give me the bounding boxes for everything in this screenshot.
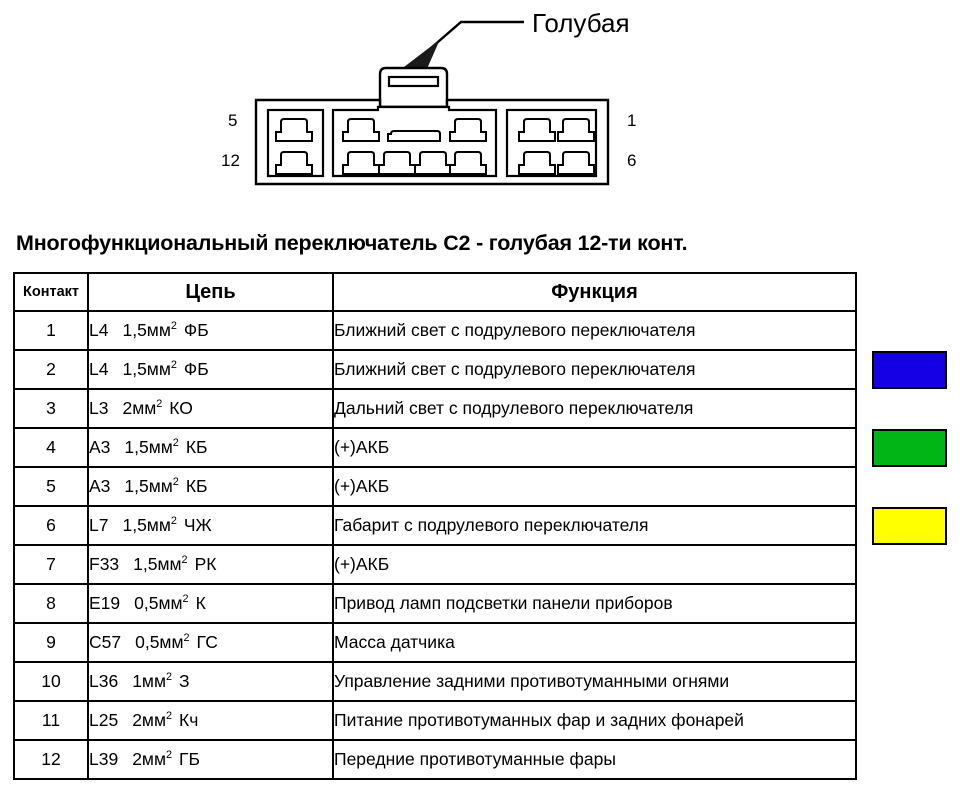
table-header: Контакт Цепь Функция [13,272,857,312]
cell-function: Управление задними противотуманными огня… [332,661,857,702]
color-swatch-yellow [872,507,947,545]
cell-function: Привод ламп подсветки панели приборов [332,583,857,624]
circuit-area-superscript: 2 [172,476,179,489]
circuit-area-superscript: 2 [181,554,188,567]
circuit-area-superscript: 2 [170,359,177,372]
section-title: Многофункциональный переключатель C2 - г… [16,231,688,255]
cell-pin-number: 7 [13,544,89,585]
cell-pin-number: 3 [13,388,89,429]
cell-pin-number: 6 [13,505,89,546]
cell-pin-number: 4 [13,427,89,468]
cell-function: Питание противотуманных фар и задних фон… [332,700,857,741]
circuit-area-superscript: 2 [172,437,179,450]
cavity-group-middle [331,105,498,178]
circuit-area-superscript: 2 [182,593,189,606]
cell-pin-number: 5 [13,466,89,507]
circuit-area-superscript: 2 [183,632,190,645]
cell-pin-number: 1 [13,310,89,351]
connector-pinout-diagram: Голубая 5 12 1 6 [0,0,960,215]
circuit-area-superscript: 2 [166,671,173,684]
connector-drawing-svg [254,20,610,186]
column-header-function: Функция [332,272,857,312]
pin-number-label-bottom-left: 12 [221,151,240,170]
cell-pin-number: 9 [13,622,89,663]
cell-function: (+)АКБ [332,427,857,468]
cell-pin-number: 8 [13,583,89,624]
circuit-area-superscript: 2 [170,515,177,528]
circuit-area-superscript: 2 [166,710,173,723]
cell-function: (+)АКБ [332,544,857,585]
color-swatch-blue [872,351,947,389]
cell-function: Дальний свет с подрулевого переключателя [332,388,857,429]
circuit-area-superscript: 2 [156,398,163,411]
cell-function: Габарит с подрулевого переключателя [332,505,857,546]
cell-function: Ближний свет с подрулевого переключателя [332,349,857,390]
column-header-pin: Контакт [13,272,89,312]
column-header-circuit: Цепь [87,272,334,312]
cell-function: (+)АКБ [332,466,857,507]
connector-color-callout-label: Голубая [532,8,630,38]
cell-function: Передние противотуманные фары [332,739,857,780]
cell-pin-number: 12 [13,739,89,780]
color-swatch-green [872,429,947,467]
cavity-group-right [505,108,598,178]
callout-leader-line [430,20,524,49]
connector-latch [378,66,449,109]
cell-pin-number: 10 [13,661,89,702]
cell-function: Ближний свет с подрулевого переключателя [332,310,857,351]
cell-function: Масса датчика [332,622,857,663]
cell-pin-number: 11 [13,700,89,741]
table-header-row: Контакт Цепь Функция [13,272,857,312]
circuit-area-superscript: 2 [166,749,173,762]
cell-pin-number: 2 [13,349,89,390]
pin-number-label-top-left: 5 [228,111,238,130]
pin-number-label-bottom-right: 6 [627,151,637,170]
pin-number-label-top-right: 1 [627,111,637,130]
cavity-group-left [266,108,325,178]
circuit-area-superscript: 2 [170,320,177,333]
